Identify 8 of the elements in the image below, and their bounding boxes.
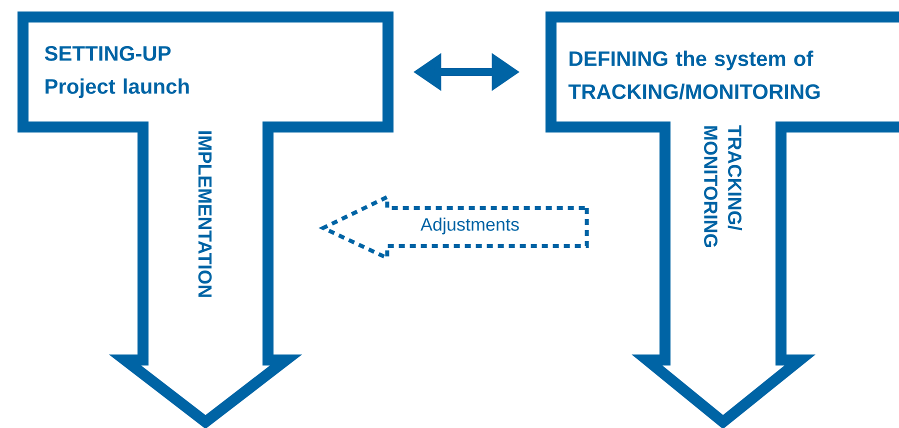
dashed-block-arrow [318,194,589,262]
edge-label: Adjustments [420,218,519,234]
vertical-label: TRACKING/ MONITORING [704,125,742,247]
t-arrow-box [18,12,394,428]
heading: DEFINING the system of TRACKING/MONITORING [568,50,820,100]
vertical-label: IMPLEMENTATION [198,131,212,297]
t-arrow-box [546,12,899,428]
heading: SETTING-UP Project launch [44,46,189,98]
